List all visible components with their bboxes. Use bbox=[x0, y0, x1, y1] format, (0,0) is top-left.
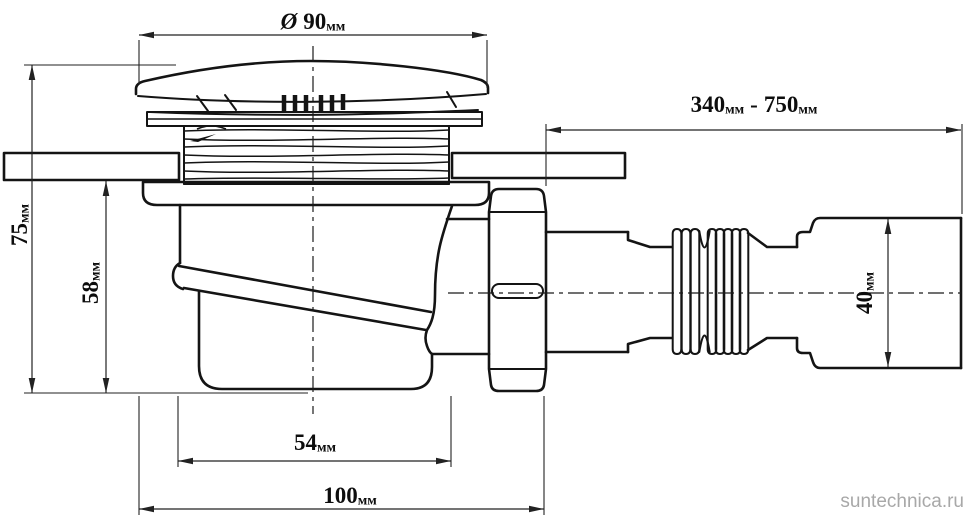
dim-label-total-width: 100мм bbox=[323, 483, 377, 509]
dim-label-hose-length: 340мм-750мм bbox=[691, 92, 818, 118]
shower-tray-plate-left bbox=[2, 151, 181, 182]
hose-bellows bbox=[671, 228, 750, 355]
drain-cap-dome bbox=[134, 59, 490, 116]
dim-hose-length: 340мм-750мм bbox=[545, 92, 963, 214]
dim-cup-width: 54мм bbox=[177, 396, 452, 467]
union-nut bbox=[487, 187, 548, 393]
outlet-pipe bbox=[544, 230, 674, 354]
dim-label-cup-width: 54мм bbox=[294, 430, 337, 456]
dim-total-height: 75мм bbox=[7, 64, 308, 394]
body-flange bbox=[141, 180, 491, 207]
dim-trap-height: 58мм bbox=[78, 181, 110, 393]
hose-cone-neck bbox=[746, 231, 799, 352]
dim-label-trap-height: 58мм bbox=[78, 262, 104, 305]
cap-thread bbox=[183, 125, 450, 185]
cap-vent-slats bbox=[196, 91, 457, 112]
dim-outlet-diameter: 40мм bbox=[852, 219, 892, 367]
cap-rim-disc bbox=[146, 111, 483, 127]
trap-body bbox=[171, 203, 491, 391]
dim-label-outlet-diameter: 40мм bbox=[852, 272, 878, 315]
watermark: suntechnica.ru bbox=[840, 491, 964, 512]
dim-label-total-height: 75мм bbox=[7, 204, 33, 247]
dim-total-width: 100мм bbox=[138, 396, 545, 515]
shower-tray-plate-right bbox=[450, 151, 627, 180]
